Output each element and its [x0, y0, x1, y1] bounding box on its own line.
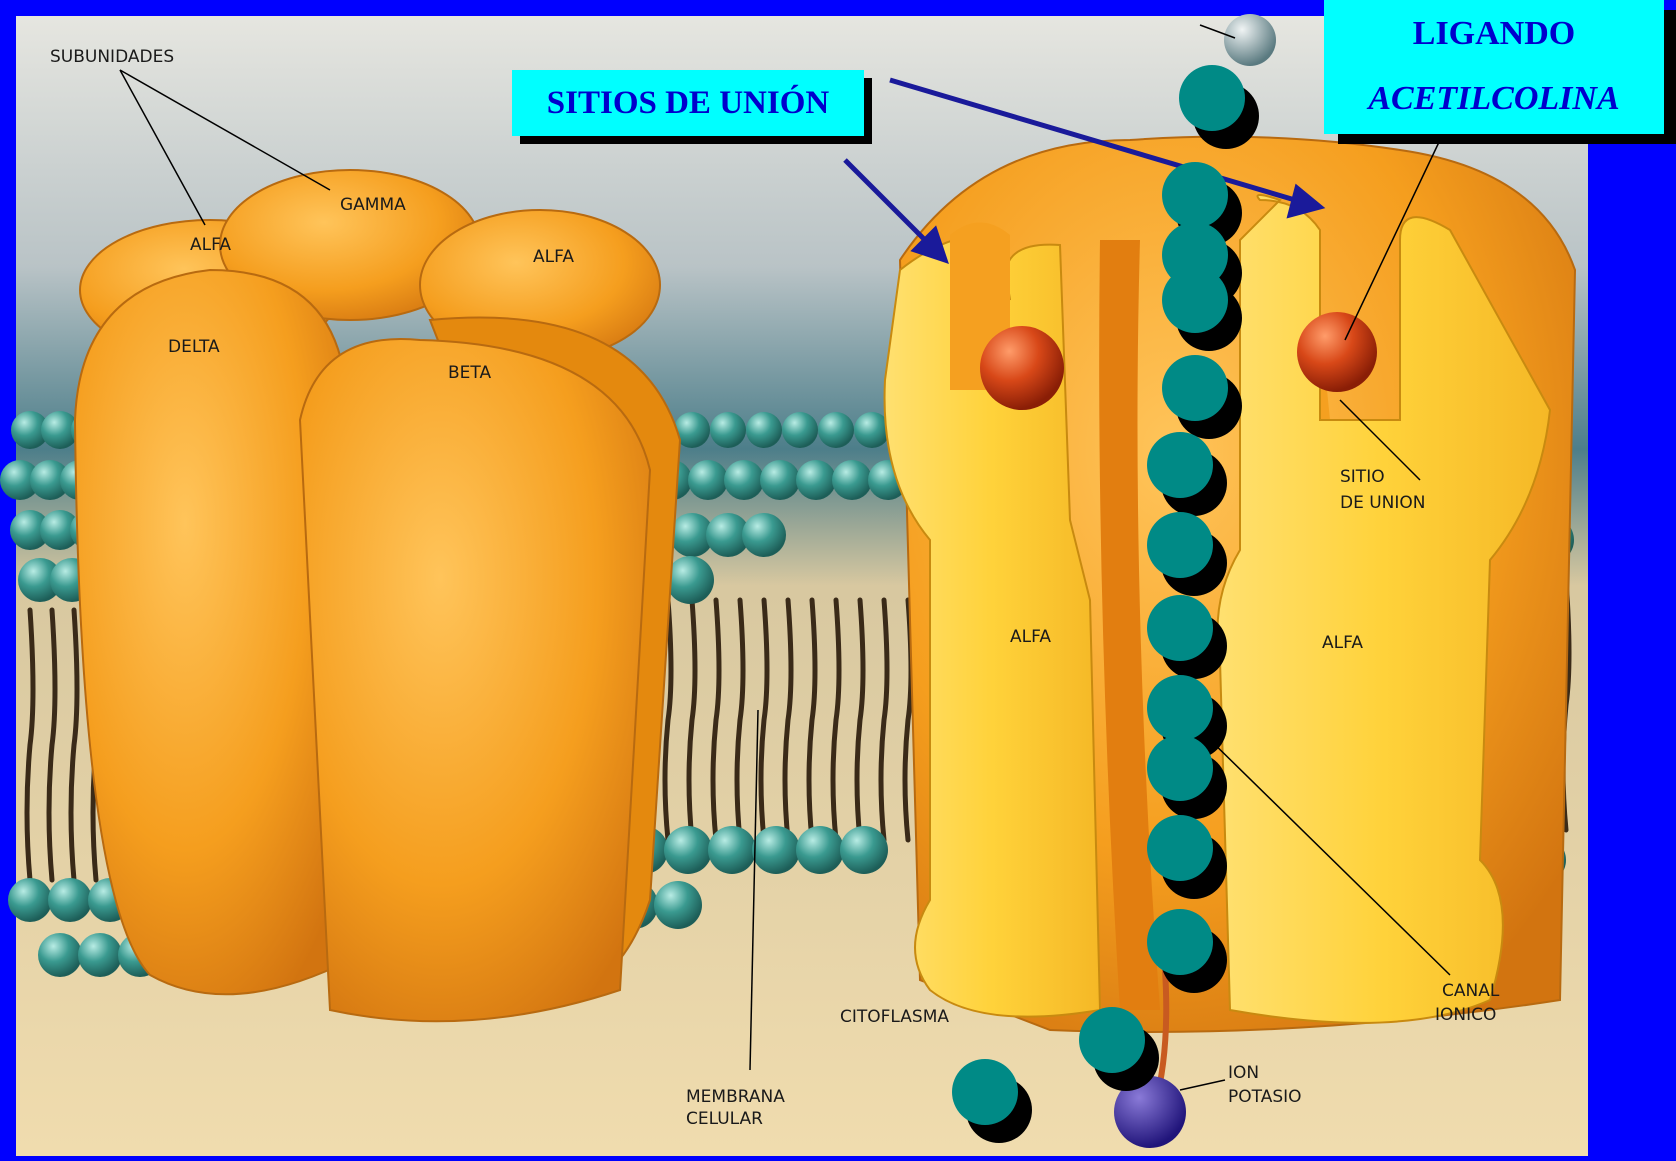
- acetylcholine-ball: [1162, 162, 1228, 228]
- lipid-head: [8, 878, 52, 922]
- lipid-head: [708, 826, 756, 874]
- acetylcholine-ball: [1147, 735, 1213, 801]
- acetylcholine-ball: [1147, 432, 1213, 498]
- lipid-head: [48, 878, 92, 922]
- acetylcholine-ball: [1147, 675, 1213, 741]
- left-receptor: [75, 170, 680, 1021]
- delta-subunit: [75, 270, 350, 994]
- label-membrana-2: CELULAR: [686, 1109, 763, 1129]
- acetylcholine-ball: [1162, 355, 1228, 421]
- label-alfa-left: ALFA: [190, 235, 231, 255]
- lipid-head: [664, 826, 712, 874]
- acetylcholine-ball: [1179, 65, 1245, 131]
- label-canal-2: IONICO: [1435, 1005, 1496, 1025]
- lipid-head: [78, 933, 122, 977]
- lipid-head: [724, 460, 764, 500]
- lipid-head: [840, 826, 888, 874]
- lipid-head: [742, 513, 786, 557]
- acetylcholine-ball: [952, 1059, 1018, 1125]
- lipid-head: [38, 933, 82, 977]
- label-subunidades: SUBUNIDADES: [50, 47, 174, 67]
- label-beta: BETA: [448, 363, 491, 383]
- label-ion-1: ION: [1228, 1063, 1259, 1083]
- callout-ligand-name: ACETILCOLINA: [1368, 67, 1619, 132]
- label-citoplasma: CITOFLASMA: [840, 1007, 949, 1027]
- label-delta: DELTA: [168, 337, 220, 357]
- label-sitio-1: SITIO: [1340, 467, 1385, 487]
- lipid-head: [666, 556, 714, 604]
- lipid-head: [752, 826, 800, 874]
- lipid-head: [818, 412, 854, 448]
- lipid-head: [654, 881, 702, 929]
- acetylcholine-ball: [1147, 512, 1213, 578]
- lipid-head: [782, 412, 818, 448]
- lipid-head: [710, 412, 746, 448]
- label-canal-1: CANAL: [1442, 981, 1500, 1001]
- callout-binding-sites-label: SITIOS DE UNIÓN: [512, 70, 864, 136]
- label-alfa-cut-right: ALFA: [1322, 633, 1363, 653]
- acetylcholine-ball: [1162, 267, 1228, 333]
- lipid-head: [688, 460, 728, 500]
- lipid-head: [760, 460, 800, 500]
- acetylcholine-ball: [1079, 1007, 1145, 1073]
- label-membrana-1: MEMBRANA: [686, 1087, 785, 1107]
- label-gamma: GAMMA: [340, 195, 406, 215]
- acetylcholine-ball: [1147, 595, 1213, 661]
- ligand-sphere-top: [1224, 14, 1276, 66]
- lipid-head: [796, 826, 844, 874]
- ligand-sphere-right: [1297, 312, 1377, 392]
- beta-subunit: [300, 339, 650, 1021]
- acetylcholine-ball: [1147, 815, 1213, 881]
- lipid-head: [832, 460, 872, 500]
- label-alfa-right: ALFA: [533, 247, 574, 267]
- label-ion-2: POTASIO: [1228, 1087, 1302, 1107]
- label-sitio-2: DE UNION: [1340, 493, 1426, 513]
- label-alfa-cut-left: ALFA: [1010, 627, 1051, 647]
- callout-ligand-title: LIGANDO: [1413, 2, 1575, 67]
- lipid-head: [746, 412, 782, 448]
- callout-ligand-face: LIGANDO ACETILCOLINA: [1324, 0, 1664, 134]
- lipid-head: [796, 460, 836, 500]
- acetylcholine-ball: [1147, 909, 1213, 975]
- ligand-sphere-left: [980, 326, 1064, 410]
